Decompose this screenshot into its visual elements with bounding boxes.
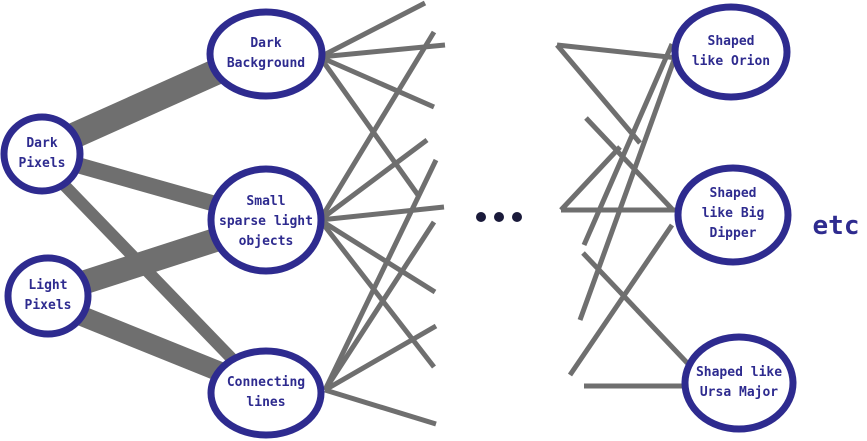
node-dark-pixels: Dark Pixels <box>0 113 84 195</box>
ellipsis-dots <box>476 212 522 222</box>
node-shaped-like-big-dipper: Shaped like Big Dipper <box>674 164 792 266</box>
node-label: like Big <box>702 206 765 221</box>
node-shaped-like-orion: Shaped like Orion <box>671 3 791 101</box>
edge-line <box>317 30 437 222</box>
edge-line <box>323 323 438 393</box>
edge-line <box>577 59 677 321</box>
edge-line <box>581 42 675 247</box>
edge-line <box>318 137 429 223</box>
node-label: lines <box>246 395 285 410</box>
node-label: Connecting <box>227 375 305 390</box>
node-label: Shaped <box>708 34 755 49</box>
node-label: Shaped like <box>696 365 782 380</box>
edge-line <box>319 204 445 223</box>
hidden-fan-edges <box>317 0 446 427</box>
node-label: like Orion <box>692 54 770 69</box>
node-label: Ursa Major <box>700 385 778 400</box>
node-label: Pixels <box>19 156 66 171</box>
node-label: Small <box>246 194 285 209</box>
node-small-sparse-light-objects: Small sparse light objects <box>207 165 325 275</box>
node-label: Background <box>227 56 305 71</box>
node-label: Dark <box>26 136 57 151</box>
output-fan-edges <box>555 42 694 389</box>
edge-line <box>556 42 679 61</box>
edge-line <box>318 54 436 110</box>
edge-line <box>318 0 427 60</box>
edge-line <box>555 43 642 145</box>
edge-line <box>317 55 421 197</box>
node-label: Shaped <box>710 186 757 201</box>
edge-line <box>322 220 437 392</box>
edge-line <box>324 387 437 427</box>
edge-line <box>581 251 694 370</box>
edge-line <box>567 223 675 377</box>
node-connecting-lines: Connecting lines <box>207 347 325 439</box>
node-label: Dark <box>250 36 281 51</box>
node-label: objects <box>239 234 294 249</box>
edge-line <box>322 158 439 392</box>
node-shaped-like-ursa-major: Shaped like Ursa Major <box>681 333 797 433</box>
edge-line <box>318 217 437 295</box>
edge-line <box>584 116 674 211</box>
edge-dark-pixels-to-connecting-lines <box>35 155 270 398</box>
edge-line <box>559 145 622 212</box>
etc-label: etc <box>813 211 860 241</box>
node-label: Pixels <box>25 298 72 313</box>
node-dark-background: Dark Background <box>206 8 326 100</box>
node-light-pixels: Light Pixels <box>4 254 92 338</box>
node-label: sparse light <box>219 214 313 229</box>
node-label: Dipper <box>710 226 757 241</box>
edge-line <box>318 218 436 369</box>
node-label: Light <box>28 278 67 293</box>
